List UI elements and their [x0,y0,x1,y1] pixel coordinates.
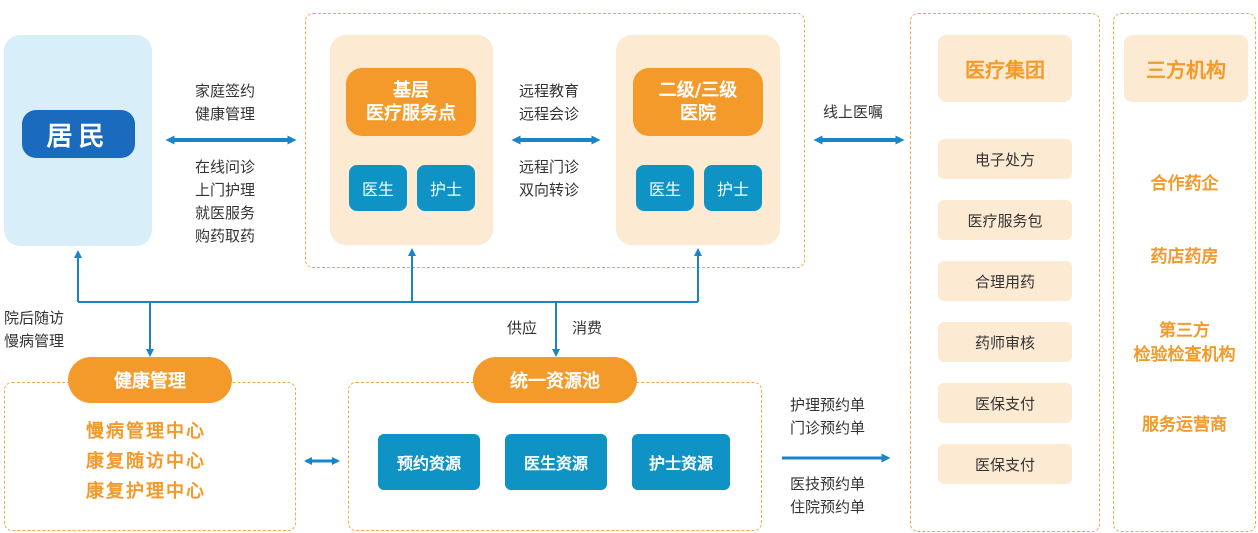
link-label-inpatient-booking: 住院预约单 [790,498,866,516]
third-party-item-pharmacy: 药店药房 [1150,247,1219,267]
third-party-item-lab-line2: 检验检查机构 [1133,345,1236,365]
medical-group-title[interactable]: 医疗集团 [938,35,1072,102]
link-label-referral: 双向转诊 [519,181,580,199]
link-label-health-management: 健康管理 [195,105,256,123]
hospital-doctor[interactable]: 医生 [636,165,694,211]
primary-care-panel [330,35,493,245]
hospital-title[interactable]: 二级/三级 医院 [633,68,763,136]
medical-group-item-service-package[interactable]: 医疗服务包 [938,200,1072,240]
center-rehab-followup: 康复随访中心 [86,451,206,472]
health-management-title[interactable]: 健康管理 [68,357,232,403]
link-label-nursing-booking: 护理预约单 [790,396,866,414]
label-consume: 消费 [572,319,603,337]
link-label-family-contract: 家庭签约 [195,82,256,100]
hospital-title-line2: 医院 [680,103,716,124]
resource-nurse[interactable]: 护士资源 [632,434,730,490]
link-label-home-nursing: 上门护理 [195,181,256,199]
center-chronic-disease: 慢病管理中心 [86,421,206,442]
link-label-post-discharge-followup: 院后随访 [4,309,65,327]
resident-label[interactable]: 居民 [22,110,135,158]
link-label-online-consult: 在线问诊 [195,158,256,176]
medical-group-frame [910,13,1100,532]
third-party-frame [1113,13,1256,532]
primary-care-title-line2: 医疗服务点 [366,103,456,124]
resource-pool-title[interactable]: 统一资源池 [473,357,637,403]
primary-care-nurse[interactable]: 护士 [417,165,475,211]
resource-doctor[interactable]: 医生资源 [505,434,607,490]
link-label-chronic-management: 慢病管理 [4,332,65,350]
care-network-frame [305,13,805,268]
link-label-medical-service: 就医服务 [195,204,256,222]
medical-group-item-insurance-payment-2[interactable]: 医保支付 [938,444,1072,484]
link-label-remote-education: 远程教育 [519,82,580,100]
medical-group-item-pharmacist-review[interactable]: 药师审核 [938,322,1072,362]
third-party-item-lab-line1: 第三方 [1159,321,1210,341]
link-label-online-orders: 线上医嘱 [823,103,884,121]
link-label-medicine-pickup: 购药取药 [195,227,256,245]
primary-care-title-line1: 基层 [393,80,429,101]
primary-care-title[interactable]: 基层 医疗服务点 [346,68,476,136]
center-rehab-nursing: 康复护理中心 [86,481,206,502]
hospital-panel [616,35,780,245]
link-label-remote-consult: 远程会诊 [519,105,580,123]
third-party-item-pharma: 合作药企 [1150,174,1219,194]
link-label-medtech-booking: 医技预约单 [790,475,866,493]
hospital-nurse[interactable]: 护士 [704,165,762,211]
link-label-remote-outpatient: 远程门诊 [519,158,580,176]
hospital-title-line1: 二级/三级 [658,80,738,101]
link-label-outpatient-booking: 门诊预约单 [790,419,866,437]
primary-care-doctor[interactable]: 医生 [349,165,407,211]
medical-group-item-rational-drug-use[interactable]: 合理用药 [938,261,1072,301]
third-party-item-operator: 服务运营商 [1142,415,1227,435]
medical-group-item-insurance-payment[interactable]: 医保支付 [938,383,1072,423]
medical-group-item-eprescription[interactable]: 电子处方 [938,139,1072,179]
resource-appointment[interactable]: 预约资源 [378,434,480,490]
label-supply: 供应 [507,319,538,337]
third-party-title[interactable]: 三方机构 [1124,35,1248,102]
